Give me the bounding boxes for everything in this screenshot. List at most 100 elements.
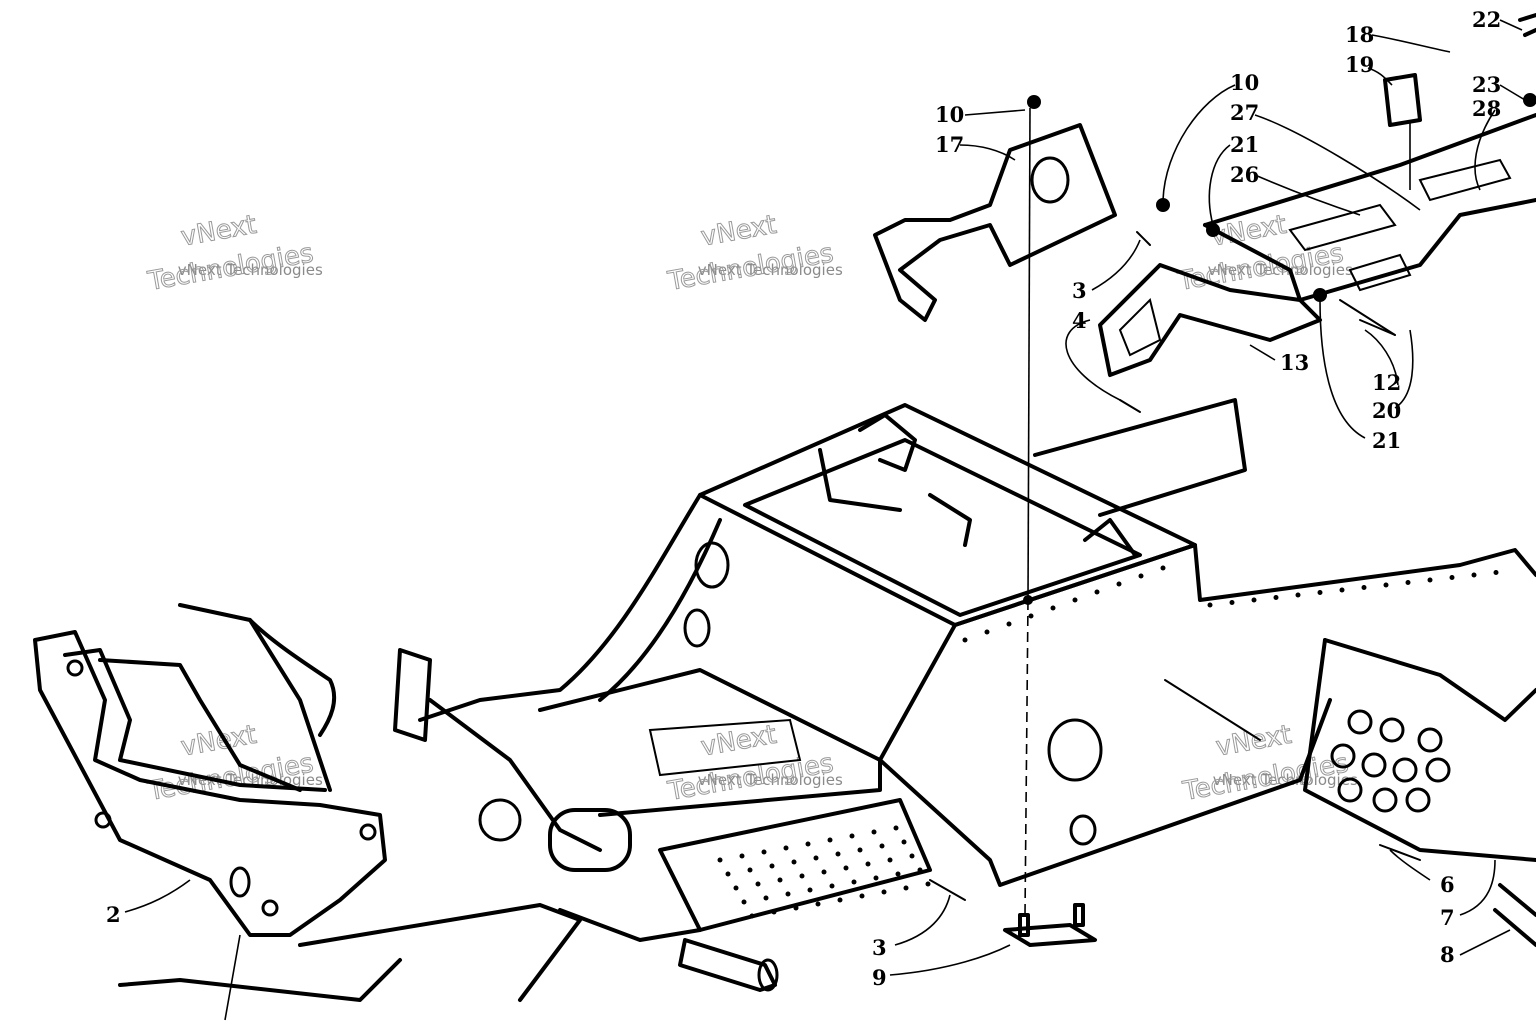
rivet-dot (1116, 581, 1122, 587)
perforation-dot (851, 879, 857, 885)
perforation-dot (717, 857, 723, 863)
frame-holes (683, 541, 1499, 919)
rivet-dot (1427, 577, 1433, 583)
callout-13: 13 (1280, 350, 1309, 375)
perforation-dot (783, 845, 789, 851)
watermark-word: vNext (179, 720, 259, 763)
perforation-dot (925, 881, 931, 887)
skid-plate (118, 903, 582, 1002)
perforation-dot (837, 897, 843, 903)
perforation-dot (821, 869, 827, 875)
callout-2: 2 (106, 902, 121, 927)
callout-12: 12 (1372, 370, 1401, 395)
watermark-word: vNext (179, 210, 259, 253)
perforation-dot (771, 909, 777, 915)
watermark-2: vNext vNext Technologies Technologies (665, 209, 843, 297)
watermark-word: vNext (1214, 720, 1294, 763)
callout-17: 17 (935, 132, 964, 157)
callout-6: 6 (1440, 872, 1455, 897)
rear-right-bracket (1303, 638, 1536, 947)
perforation-dot (917, 867, 923, 873)
perforation-dot (733, 885, 739, 891)
steering-assembly (178, 603, 632, 872)
perforation-dot (763, 895, 769, 901)
callout-10-right: 10 (1230, 70, 1259, 95)
perforation-dot (829, 883, 835, 889)
watermark-word: Technologies (665, 238, 836, 297)
rivet-dot (1050, 605, 1056, 611)
callout-4: 4 (1072, 308, 1087, 333)
seat-bracket-part-13 (1098, 263, 1322, 377)
rivet-dot (1207, 602, 1213, 608)
perforation-dot (799, 873, 805, 879)
perforation-dot (881, 889, 887, 895)
rivet-dot (1160, 565, 1166, 571)
perforation-dot (901, 839, 907, 845)
watermark-line: vNext Technologies (1213, 771, 1358, 789)
perforation-dot (815, 901, 821, 907)
perforation-dot (739, 853, 745, 859)
watermark-line: vNext Technologies (178, 261, 323, 279)
perforation-dot (909, 853, 915, 859)
perforation-dot (755, 881, 761, 887)
perforation-dot (761, 849, 767, 855)
perforation-dot (747, 867, 753, 873)
callout-labels: 2 3 3 4 6 7 8 9 10 10 12 13 17 18 19 20 … (106, 7, 1501, 990)
callout-leaders (124, 19, 1526, 1021)
callout-10-left: 10 (935, 102, 964, 127)
rivet-dot (1072, 597, 1078, 603)
rivet-dot (1317, 590, 1323, 595)
fasteners (929, 231, 1421, 901)
perforation-dot (903, 885, 909, 891)
rivet-dot (1383, 582, 1389, 588)
perforation-dot (777, 877, 783, 883)
callout-23: 23 (1472, 72, 1501, 97)
callout-19: 19 (1345, 52, 1374, 77)
callout-7: 7 (1440, 905, 1455, 930)
perforation-dot (827, 837, 833, 843)
front-bumper-part-2 (33, 630, 387, 937)
perforation-dot (893, 825, 899, 831)
shock-mount-bracket-part-17 (873, 95, 1117, 322)
rivet-dot (1471, 572, 1477, 578)
callout-3-upper: 3 (1072, 278, 1087, 303)
watermark-word: Technologies (665, 748, 836, 807)
rivet-dot (1405, 580, 1411, 585)
rivet-dot (1251, 597, 1257, 603)
rivet-dot (1493, 570, 1499, 575)
callout-21-lower: 21 (1372, 428, 1401, 453)
perforation-dot (871, 829, 877, 835)
perforation-dot (769, 863, 775, 869)
watermark-line: vNext Technologies (698, 261, 843, 279)
perforation-dot (857, 847, 863, 853)
callout-22: 22 (1472, 7, 1501, 32)
perforation-dot (725, 871, 731, 877)
rivet-dot (1361, 585, 1367, 590)
perforation-dot (793, 905, 799, 911)
callout-9: 9 (872, 965, 887, 990)
rivet-dot (962, 637, 968, 643)
perforation-dot (865, 861, 871, 867)
callout-27: 27 (1230, 100, 1259, 125)
perforation-dot (843, 865, 849, 871)
callout-26: 26 (1230, 162, 1259, 187)
rivet-dot (984, 629, 990, 635)
perforation-dot (813, 855, 819, 861)
perforation-dot (887, 857, 893, 863)
perforation-dot (859, 893, 865, 899)
perforation-dot (849, 833, 855, 839)
perforation-dot (805, 841, 811, 847)
perforation-dot (895, 871, 901, 877)
callout-28: 28 (1472, 96, 1501, 121)
perforation-dot (791, 859, 797, 865)
mount-stud-part-9 (1003, 903, 1097, 947)
crossshaft (678, 938, 779, 992)
perforation-dot (749, 913, 755, 919)
callout-18: 18 (1345, 22, 1374, 47)
rivet-dot (1138, 573, 1144, 579)
perforation-dot (741, 899, 747, 905)
perforation-dot (873, 875, 879, 881)
rivet-dot (1449, 575, 1455, 580)
main-frame (418, 398, 1536, 942)
